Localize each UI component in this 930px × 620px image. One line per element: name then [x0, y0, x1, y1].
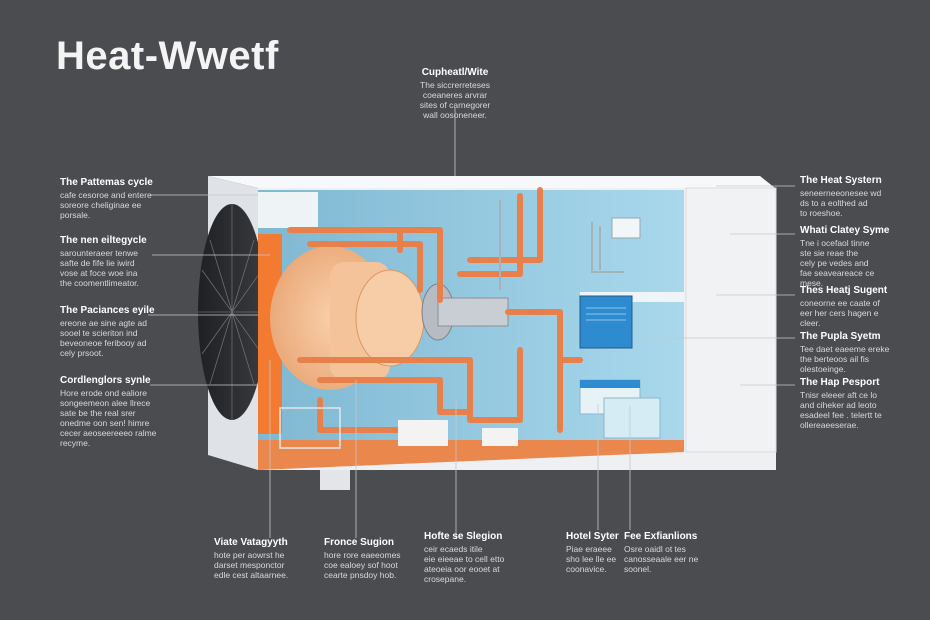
motor-shaft	[437, 297, 509, 327]
control-box-top	[611, 217, 641, 239]
label-top: Cupheatl/Wite The siccrerreteses coeaner…	[419, 67, 491, 121]
label-bottom-5: Fee Exfianlions Osre oaidl ot tes canoss…	[624, 531, 699, 575]
label-bottom-2: Fronce Sugion hore rore eaeeomes coe eal…	[324, 537, 401, 581]
module-vents	[586, 307, 626, 321]
interior-floor	[258, 440, 684, 470]
label-left-2: The nen eiltegycle sarounteraeer tenwe s…	[60, 235, 147, 289]
label-bottom-1: Viate Vatagyyth hote per aowrst he darse…	[214, 537, 289, 581]
control-module	[579, 295, 633, 349]
thin-pipes	[499, 200, 624, 290]
label-bottom-3: Hofte se Slegion ceir ecaeds itile eie e…	[424, 531, 505, 585]
frame-left	[279, 407, 341, 449]
foot-left	[320, 470, 350, 490]
diagram-title: Heat-Wwetf	[56, 34, 279, 78]
label-right-4: The Pupla Syetm Tee daet eaeeme ereke th…	[800, 331, 890, 375]
compressor-face	[355, 269, 425, 367]
label-right-3: Thes Heatj Sugent coneorne ee caate of e…	[800, 285, 888, 329]
fan-blades	[198, 204, 266, 420]
label-right-2: Whati Clatey Syme Tne i ocefaol tinne st…	[800, 225, 890, 289]
refrigerant-pipes	[287, 187, 583, 433]
right-panel	[685, 187, 777, 453]
label-left-3: The Paciances eyile ereone ae sine agte …	[60, 305, 155, 359]
floor-block-2	[482, 428, 518, 446]
floor-block-1	[398, 420, 448, 446]
tank-lower-cap	[580, 380, 640, 388]
tank-right	[603, 397, 661, 439]
back-shelf	[258, 192, 318, 228]
casing-top	[208, 176, 775, 188]
label-left-1: The Pattemas cycle cafe cesoroe and ente…	[60, 177, 153, 221]
label-left-4: Cordlenglors synle Hore erode ond ealior…	[60, 375, 157, 449]
leader-lines	[148, 108, 795, 538]
label-bottom-4: Hotel Syter Piae eraeee sho lee lle ee c…	[566, 531, 619, 575]
label-right-1: The Heat Systern seneerneeonesee wd ds t…	[800, 175, 882, 219]
label-right-5: The Hap Pesport Tnisr eleeer aft ce lo a…	[800, 377, 882, 431]
